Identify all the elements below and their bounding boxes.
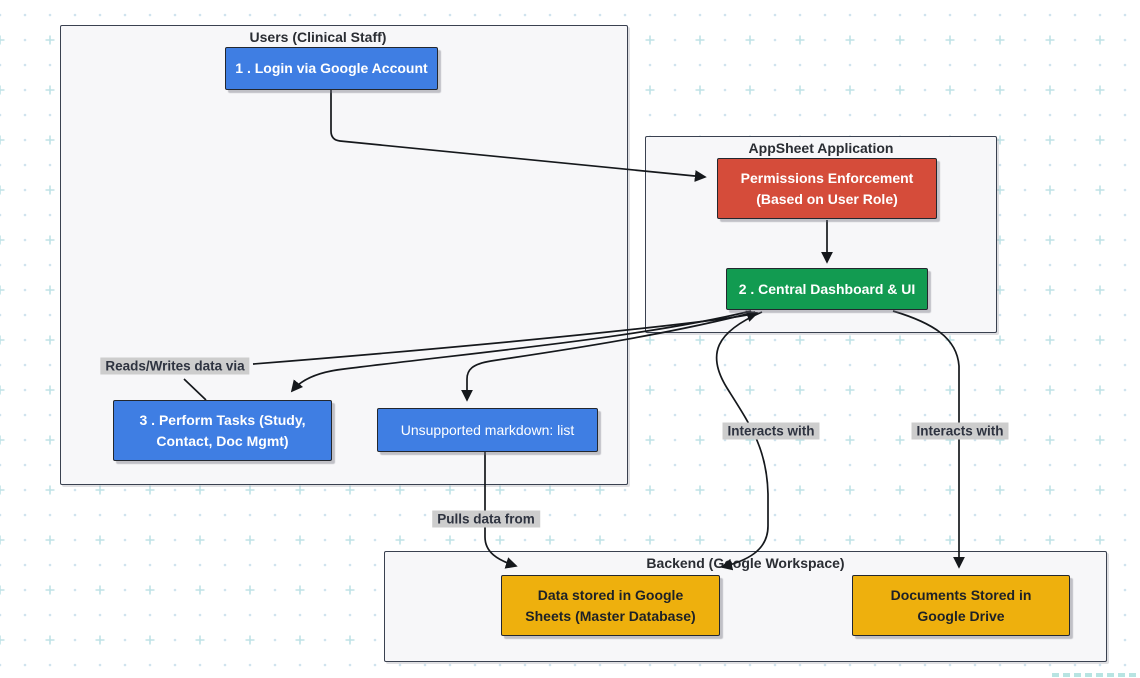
- node-perform-tasks: 3 . Perform Tasks (Study, Contact, Doc M…: [113, 400, 332, 461]
- node-google-sheets-storage: Data stored in Google Sheets (Master Dat…: [501, 575, 720, 636]
- edge-label-pulls-data: Pulls data from: [432, 510, 540, 528]
- node-google-drive-storage: Documents Stored in Google Drive: [852, 575, 1070, 636]
- node-central-dashboard: 2 . Central Dashboard & UI: [726, 268, 928, 310]
- subgraph-backend-title: Backend (Google Workspace): [646, 555, 845, 571]
- node-login-via-google: 1 . Login via Google Account: [225, 47, 438, 90]
- subgraph-users-title: Users (Clinical Staff): [249, 29, 387, 45]
- edge-label-interacts-with-sheets: Interacts with: [722, 422, 820, 440]
- node-unsupported-markdown-list: Unsupported markdown: list: [377, 408, 598, 452]
- edge-label-reads-writes: Reads/Writes data via: [100, 357, 250, 375]
- node-permissions-enforcement: Permissions Enforcement (Based on User R…: [717, 158, 937, 219]
- canvas-artifact-squiggle: [1052, 673, 1140, 677]
- edge-label-interacts-with-drive: Interacts with: [911, 422, 1009, 440]
- subgraph-appsheet-title: AppSheet Application: [748, 140, 894, 156]
